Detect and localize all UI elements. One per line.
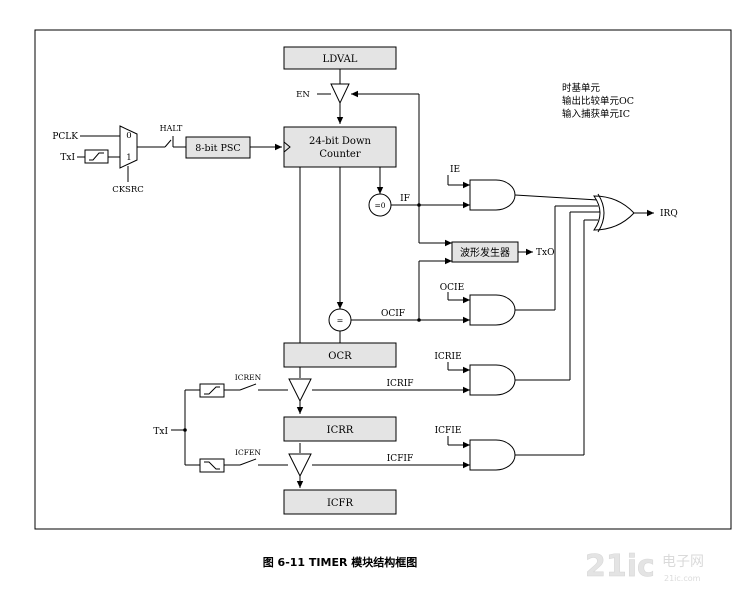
- ocie-label: OCIE: [440, 283, 464, 293]
- and-gate-icfif: [469, 439, 516, 471]
- ocr-block: [283, 342, 397, 368]
- waveform-generator-block: [451, 241, 519, 263]
- and-gate-icrif: [469, 364, 516, 396]
- halt-label: HALT: [160, 124, 183, 133]
- cksrc-label: CKSRC: [112, 185, 144, 195]
- icrr-block: [283, 416, 397, 442]
- ocr-label: OCR: [328, 351, 352, 362]
- txi-clock-label: TxI: [60, 153, 75, 163]
- zero-comparator: [368, 193, 392, 217]
- junction-dot: [417, 203, 421, 207]
- icfr-label: ICFR: [327, 498, 354, 509]
- ocif-label: OCIF: [381, 309, 405, 319]
- watermark-url: 21ic.com: [664, 574, 701, 583]
- watermark-text: 电子网: [662, 554, 704, 570]
- equal-comparator-label: =: [337, 316, 344, 325]
- txi-capture-label: TxI: [153, 427, 168, 437]
- icrif-label: ICRIF: [386, 379, 413, 389]
- prescaler-block: [185, 136, 251, 159]
- en-label: EN: [296, 90, 310, 100]
- legend-timebase: 时基单元: [562, 82, 601, 94]
- or-gate-irq: [593, 195, 635, 231]
- equal-comparator: [328, 308, 352, 332]
- txo-label: TxO: [536, 248, 554, 258]
- icfen-label: ICFEN: [235, 448, 261, 457]
- site-watermark: 21ic 电子网 21ic.com: [585, 549, 704, 585]
- ie-label: IE: [450, 165, 460, 175]
- icfif-label: ICFIF: [387, 454, 414, 464]
- clock-source-mux: [119, 125, 138, 169]
- legend-input-capture: 输入捕获单元IC: [562, 108, 630, 120]
- capture-buffer-falling: [288, 453, 312, 478]
- en-buffer: [330, 83, 350, 105]
- junction-dot: [183, 428, 187, 432]
- zero-comparator-label: =0: [374, 201, 385, 210]
- icfr-block: [283, 489, 397, 515]
- ldval-label: LDVAL: [323, 54, 358, 65]
- junction-dot: [417, 318, 421, 322]
- counter-label-line2: Counter: [319, 149, 360, 160]
- counter-label-line1: 24-bit Down: [309, 136, 371, 147]
- icrie-label: ICRIE: [434, 352, 461, 362]
- irq-label: IRQ: [660, 209, 678, 219]
- legend-output-compare: 输出比较单元OC: [562, 95, 634, 107]
- and-gate-if: [469, 179, 516, 211]
- waveform-generator-label: 波形发生器: [460, 246, 510, 259]
- ldval-block: [283, 46, 397, 70]
- capture-buffer-rising: [288, 378, 312, 403]
- pclk-label: PCLK: [52, 132, 78, 142]
- icren-label: ICREN: [235, 373, 262, 382]
- figure-caption: 图 6-11 TIMER 模块结构框图: [263, 555, 418, 569]
- down-counter-block: [283, 126, 397, 168]
- clock-input-triangle: [283, 140, 291, 154]
- watermark-logo: 21ic: [585, 549, 655, 584]
- icfie-label: ICFIE: [435, 426, 462, 436]
- diagram-frame: [34, 29, 732, 530]
- icrr-label: ICRR: [327, 425, 354, 436]
- mux-input-0: 0: [126, 131, 131, 141]
- mux-input-1: 1: [126, 153, 131, 163]
- psc-label: 8-bit PSC: [195, 143, 240, 154]
- if-label: IF: [400, 194, 410, 204]
- and-gate-ocif: [469, 294, 516, 326]
